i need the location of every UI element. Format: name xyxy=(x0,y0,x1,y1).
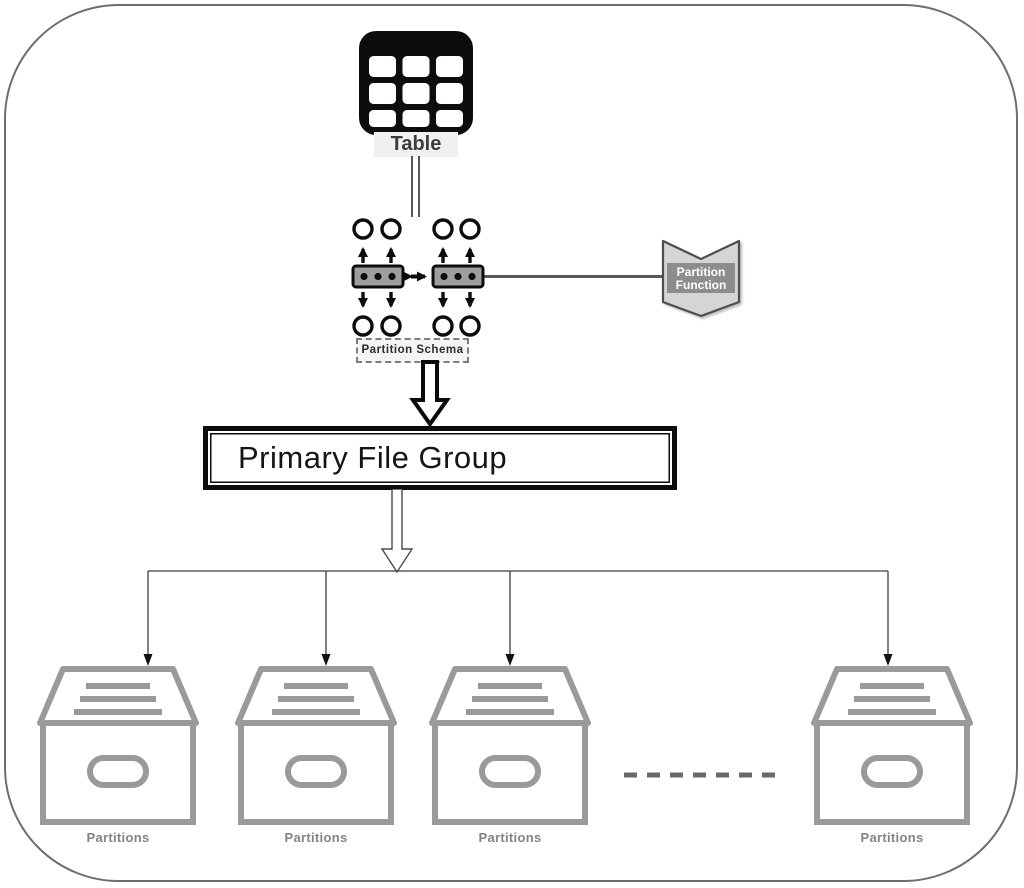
primary-file-group-box: Primary File Group xyxy=(203,426,677,490)
partitions-label-1: Partitions xyxy=(86,830,150,845)
partition-schema-icon xyxy=(351,218,665,337)
file-cabinet-icon-4 xyxy=(811,666,973,825)
primary-file-group-label: Primary File Group xyxy=(238,440,508,475)
partition-function-label-line2: Function xyxy=(676,278,727,292)
partitions-label-2: Partitions xyxy=(284,830,348,845)
file-cabinet-icon-1 xyxy=(37,666,199,825)
continuation-dashes xyxy=(624,772,780,778)
file-group-flow-arrow-icon xyxy=(380,489,414,574)
file-cabinet-icon-3 xyxy=(429,666,591,825)
table-label: Table xyxy=(374,132,458,157)
distribution-connector-lines xyxy=(143,570,893,666)
table-icon xyxy=(359,31,473,135)
table-to-schema-connector xyxy=(411,156,420,217)
diagram-rounded-frame xyxy=(4,4,1018,882)
down-block-arrow-icon xyxy=(409,360,451,428)
partition-schema-label: Partition Schema xyxy=(356,338,469,363)
partition-function-banner: Partition Function xyxy=(661,239,741,318)
file-cabinet-icon-2 xyxy=(235,666,397,825)
partitions-label-4: Partitions xyxy=(860,830,924,845)
partition-function-label-line1: Partition xyxy=(677,265,726,279)
partitions-label-3: Partitions xyxy=(478,830,542,845)
